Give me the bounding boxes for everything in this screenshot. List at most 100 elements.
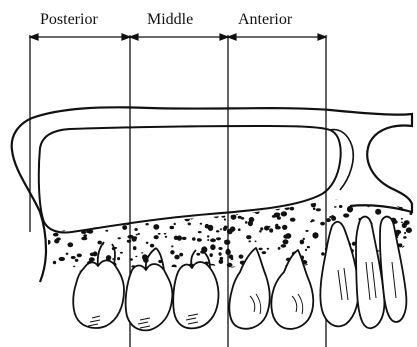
bone-pore-dot — [210, 238, 216, 242]
bone-pore-dot — [87, 213, 90, 215]
bone-pore-dot — [278, 247, 281, 250]
bone-pore-dot — [117, 257, 120, 260]
bone-pore-dot — [281, 211, 287, 216]
bone-pore-dot — [110, 208, 115, 211]
bone-pore-dot — [197, 238, 200, 240]
bone-pore-dot — [269, 228, 273, 232]
bone-pore-dot — [386, 195, 390, 198]
bone-pore-dot — [143, 208, 149, 212]
bone-pore-dot — [329, 216, 331, 218]
bone-pore-dot — [113, 219, 115, 221]
bone-pore-dot — [81, 237, 87, 241]
bone-pore-dot — [122, 225, 127, 230]
bone-pore-dot — [133, 246, 137, 250]
bone-pore-dot — [118, 199, 124, 204]
bone-pore-dot — [103, 207, 106, 209]
bone-pore-dot — [188, 223, 191, 226]
bone-pore-dot — [49, 197, 53, 201]
bone-pore-dot — [196, 253, 200, 256]
bone-pore-dot — [396, 202, 400, 206]
bone-pore-dot — [106, 255, 111, 260]
bone-pore-dot — [118, 237, 121, 239]
bone-pore-dot — [182, 237, 187, 240]
bone-pore-dot — [152, 205, 155, 207]
bone-pore-dot — [392, 195, 395, 198]
bone-pore-dot — [138, 233, 140, 235]
bone-pore-dot — [166, 210, 169, 212]
bone-pore-dot — [58, 210, 64, 214]
bone-pore-dot — [113, 215, 119, 222]
bone-pore-dot — [94, 213, 98, 216]
bone-pore-dot — [255, 241, 257, 243]
bone-pore-dot — [177, 235, 182, 240]
bone-pore-dot — [59, 257, 65, 261]
bone-pore-dot — [285, 207, 290, 210]
bone-pore-dot — [51, 210, 55, 213]
bone-pore-dot — [63, 222, 67, 226]
bone-pore-dot — [383, 198, 388, 202]
bone-pore-dot — [334, 206, 337, 208]
premolar-1 — [229, 248, 269, 329]
bone-pore-dot — [83, 234, 87, 237]
bone-pore-dot — [282, 202, 286, 205]
bone-pore-dot — [268, 269, 271, 272]
bone-pore-dot — [220, 257, 224, 260]
bone-pore-dot — [311, 202, 316, 207]
bone-pore-dot — [305, 264, 309, 267]
bone-pore-dot — [56, 238, 61, 241]
bone-pore-dot — [343, 213, 349, 217]
bone-pore-dot — [103, 208, 109, 213]
bone-pore-dot — [290, 218, 296, 222]
bone-pore-dot — [75, 207, 78, 209]
bone-pore-dot — [74, 217, 79, 222]
bone-pore-dot — [172, 265, 177, 269]
bone-pore-dot — [154, 235, 159, 239]
bone-pore-dot — [280, 270, 282, 272]
bone-pore-dot — [73, 204, 76, 206]
bone-pore-dot — [248, 221, 253, 227]
bone-pore-dot — [221, 195, 224, 198]
bone-pore-dot — [300, 240, 305, 245]
bone-pore-dot — [164, 233, 167, 235]
bone-pore-dot — [198, 231, 202, 233]
bone-pore-dot — [65, 215, 69, 219]
bone-pore-dot — [96, 208, 99, 210]
bone-pore-dot — [222, 215, 226, 218]
bone-pore-dot — [134, 228, 137, 231]
bone-pore-dot — [92, 194, 97, 199]
bone-pore-dot — [230, 256, 233, 259]
bone-pore-dot — [399, 201, 405, 205]
bone-pore-dot — [210, 253, 213, 257]
bone-pore-dot — [257, 205, 261, 208]
bone-pore-dot — [375, 209, 381, 215]
bone-pore-dot — [170, 226, 175, 229]
bone-pore-dot — [208, 225, 214, 231]
bone-pore-dot — [404, 220, 410, 225]
bone-pore-dot — [174, 223, 176, 225]
bone-pore-dot — [136, 234, 138, 236]
bone-pore-dot — [66, 211, 69, 213]
bone-pore-dot — [73, 266, 75, 267]
bone-pore-dot — [168, 203, 173, 206]
bone-pore-dot — [51, 219, 56, 222]
bone-pore-dot — [107, 198, 109, 199]
bone-pore-dot — [221, 202, 225, 206]
bone-pore-dot — [258, 197, 262, 201]
bone-pore-dot — [407, 269, 411, 273]
posterior-arrowhead-left — [30, 34, 38, 40]
bone-pore-dot — [404, 232, 406, 234]
bone-pore-dot — [150, 244, 154, 248]
bone-pore-dot — [334, 197, 338, 200]
bone-pore-dot — [66, 253, 69, 255]
bone-pore-dot — [94, 215, 99, 218]
bone-pore-dot — [107, 197, 113, 204]
bone-pore-dot — [174, 255, 179, 260]
bone-pore-dot — [277, 216, 281, 219]
bone-pore-dot — [55, 212, 61, 216]
bone-pore-dot — [92, 208, 97, 214]
bone-pore-dot — [231, 267, 237, 271]
bone-pore-dot — [105, 230, 108, 232]
bone-pore-dot — [246, 204, 251, 208]
bone-pore-dot — [71, 256, 76, 259]
bone-pore-dot — [140, 213, 145, 217]
